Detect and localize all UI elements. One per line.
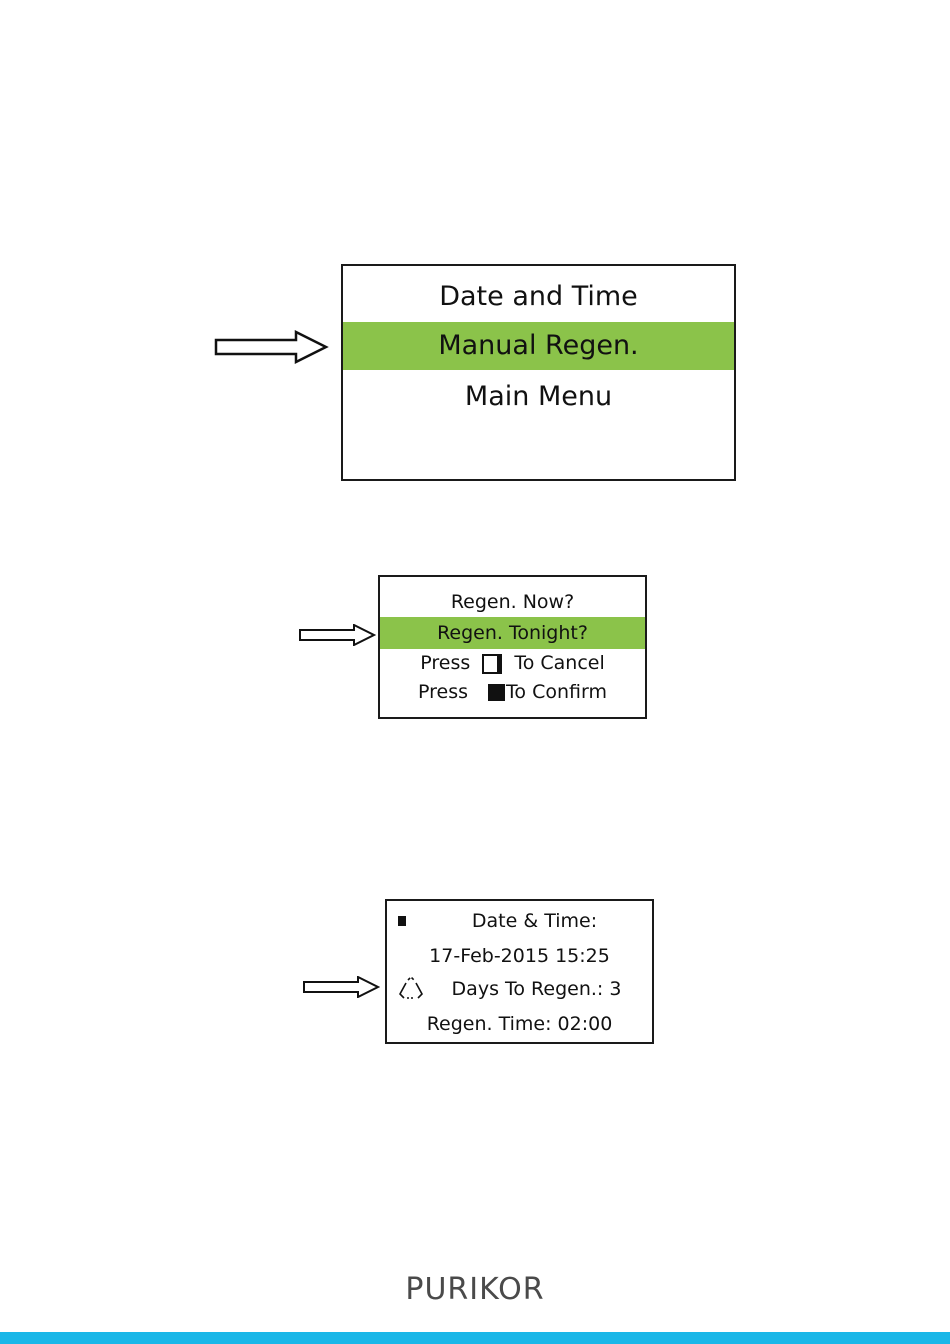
date-time-heading: Date & Time: bbox=[387, 906, 652, 936]
press-label: Press bbox=[418, 681, 468, 703]
brand-logo: PURIKOR bbox=[0, 1272, 950, 1307]
regen-time: Regen. Time: 02:00 bbox=[387, 1009, 652, 1039]
display-screen-status: Date & Time: 17-Feb-2015 15:25 Days To R… bbox=[385, 899, 654, 1044]
menu-item-date-and-time[interactable]: Date and Time bbox=[343, 280, 734, 314]
pointer-arrow-icon bbox=[298, 624, 376, 646]
cancel-instruction: Press To Cancel bbox=[380, 649, 645, 677]
footer-bar bbox=[0, 1332, 950, 1344]
regen-now-option[interactable]: Regen. Now? bbox=[380, 589, 645, 615]
regen-tonight-option[interactable]: Regen. Tonight? bbox=[380, 617, 645, 649]
cancel-text: To Cancel bbox=[514, 652, 604, 674]
menu-item-main-menu[interactable]: Main Menu bbox=[343, 380, 734, 414]
press-label: Press bbox=[420, 652, 470, 674]
confirm-text: To Confirm bbox=[506, 681, 607, 703]
display-screen-menu: Date and Time Manual Regen. Main Menu bbox=[341, 264, 736, 481]
pointer-arrow-icon bbox=[214, 330, 330, 364]
days-to-regen: Days To Regen.: 3 bbox=[387, 974, 652, 1004]
confirm-instruction: Press To Confirm bbox=[380, 678, 645, 706]
current-date-time: 17-Feb-2015 15:25 bbox=[387, 941, 652, 971]
pointer-arrow-icon bbox=[302, 976, 380, 998]
menu-item-manual-regen[interactable]: Manual Regen. bbox=[343, 322, 734, 370]
cancel-key-icon bbox=[482, 654, 502, 674]
display-screen-regen-confirm: Regen. Now? Regen. Tonight? Press To Can… bbox=[378, 575, 647, 719]
confirm-key-icon bbox=[488, 684, 505, 701]
